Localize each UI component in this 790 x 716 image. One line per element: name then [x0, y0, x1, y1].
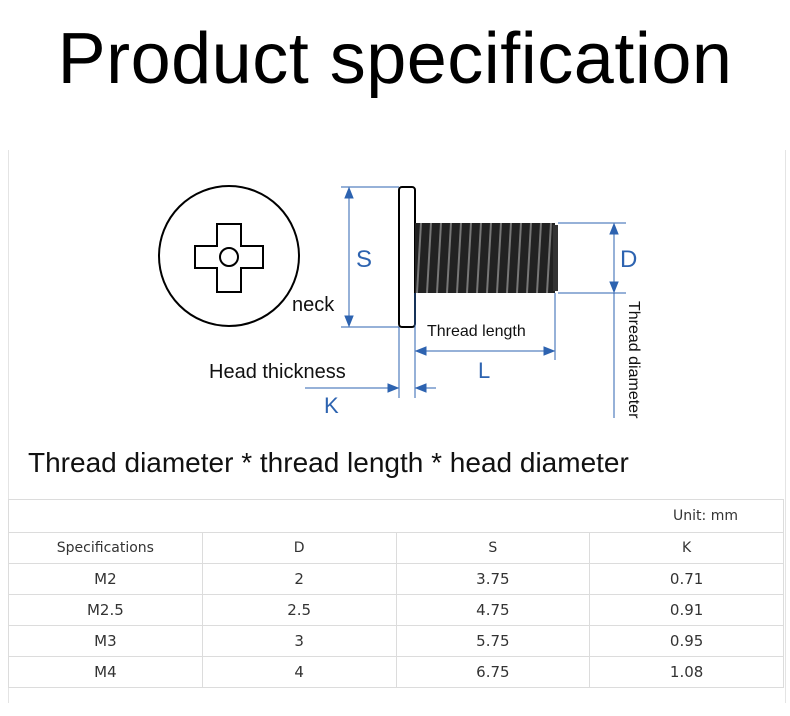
screw-diagram: S D neck Thread length L Head thickness … — [158, 185, 642, 419]
table-row: M2.5 2.5 4.75 0.91 — [8, 594, 784, 626]
screw-side-view — [398, 186, 558, 328]
cell-s: 3.75 — [395, 563, 591, 595]
table-row: M4 4 6.75 1.08 — [8, 656, 784, 688]
phillips-cross-icon — [194, 223, 264, 293]
unit-row: Unit: mm — [8, 499, 784, 533]
cell-k: 0.95 — [589, 625, 784, 657]
header-k: K — [589, 532, 784, 564]
cell-spec: M3 — [8, 625, 203, 657]
cell-d: 2 — [201, 563, 397, 595]
page-title: Product specification — [57, 19, 733, 99]
table-row: M3 3 5.75 0.95 — [8, 625, 784, 657]
cell-k: 1.08 — [589, 656, 784, 688]
unit-label: Unit: mm — [8, 499, 784, 533]
cell-d: 3 — [201, 625, 397, 657]
cell-d: 2.5 — [201, 594, 397, 626]
cell-s: 4.75 — [395, 594, 591, 626]
cell-spec: M4 — [8, 656, 203, 688]
cell-k: 0.71 — [589, 563, 784, 595]
table-header-row: Specifications D S K — [8, 532, 784, 564]
screw-head-top-view — [158, 185, 300, 327]
cell-s: 6.75 — [395, 656, 591, 688]
spec-panel — [8, 150, 786, 703]
spec-table: Unit: mm Specifications D S K M2 2 3.75 … — [8, 499, 784, 688]
cell-d: 4 — [201, 656, 397, 688]
header-s: S — [395, 532, 591, 564]
table-row: M2 2 3.75 0.71 — [8, 563, 784, 595]
dimension-lines — [305, 186, 626, 418]
label-l: L — [478, 358, 490, 383]
cell-s: 5.75 — [395, 625, 591, 657]
size-formula: Thread diameter * thread length * head d… — [28, 447, 629, 478]
cell-spec: M2 — [8, 563, 203, 595]
label-s: S — [356, 246, 372, 273]
label-head-thickness: Head thickness — [209, 361, 346, 383]
header-specifications: Specifications — [8, 532, 203, 564]
label-d: D — [620, 246, 637, 273]
cell-spec: M2.5 — [8, 594, 203, 626]
label-thread-diameter: Thread diameter — [625, 301, 642, 419]
header-d: D — [201, 532, 397, 564]
label-neck: neck — [292, 294, 335, 316]
label-thread-length: Thread length — [427, 323, 526, 340]
label-k: K — [324, 393, 339, 418]
cell-k: 0.91 — [589, 594, 784, 626]
